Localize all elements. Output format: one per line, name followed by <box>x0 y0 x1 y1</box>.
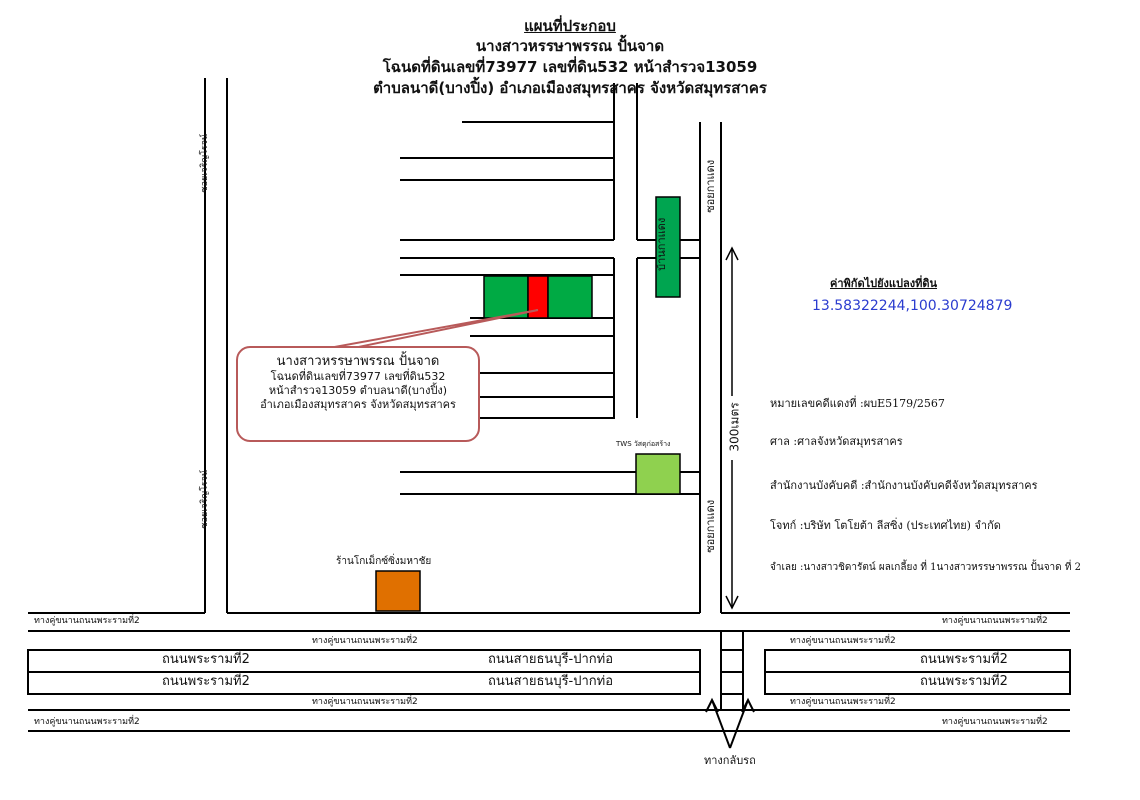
soi-right-label-bottom: ซอยกาแดง <box>704 499 718 553</box>
plot-adjacent-right <box>547 275 593 319</box>
case-plaintiff: โจทก์ :บริษัท โตโยต้า ลีสซิ่ง (ประเทศไทย… <box>770 519 1001 532</box>
side-street <box>470 396 615 419</box>
plot-adjacent-left <box>483 275 529 319</box>
callout-deed: โฉนดที่ดินเลขที่73977 เลขที่ดิน532 <box>270 370 446 384</box>
u-turn-arrow <box>705 697 719 713</box>
callout-pointer <box>317 309 539 351</box>
distance-label-bg <box>724 396 742 460</box>
main-road-label: ถนนพระรามที่2 <box>920 652 1008 667</box>
soi-left-label-top: ซอยเจริญโรจน์ <box>200 133 211 193</box>
case-office: สำนักงานบังคับคดี :สำนักงานบังคับคดีจังห… <box>770 479 1038 492</box>
frontage-label: ทางคู่ขนานถนนพระรามที่2 <box>942 717 1048 727</box>
mix-shop-building <box>375 570 421 612</box>
side-street <box>400 121 615 159</box>
map-title: แผนที่ประกอบ <box>524 17 616 35</box>
callout-owner: นางสาวหรรษาพรรณ ปั้นจาด <box>276 354 440 369</box>
highway-left-lower <box>27 671 701 695</box>
frontage-label: ทางคู่ขนานถนนพระรามที่2 <box>942 616 1048 626</box>
callout-location: อำเภอเมืองสมุทรสาคร จังหวัดสมุทรสาคร <box>260 397 456 411</box>
thonburi-road-label: ถนนสายธนบุรี-ปากท่อ <box>488 652 614 667</box>
main-road-label: ถนนพระรามที่2 <box>162 674 250 689</box>
side-street <box>470 335 615 374</box>
plot-callout: นางสาวหรรษาพรรณ ปั้นจาด โฉนดที่ดินเลขที่… <box>236 346 480 442</box>
main-road-label: ถนนพระรามที่2 <box>920 674 1008 689</box>
soi-right-label-top: ซอยกาแดง <box>704 159 718 213</box>
coordinate-value: 13.58322244,100.30724879 <box>812 298 1013 314</box>
thonburi-road-label: ถนนสายธนบุรี-ปากท่อ <box>488 674 614 689</box>
u-turn-arrow <box>741 697 755 713</box>
tws-building <box>635 453 681 495</box>
highway-right-upper <box>764 649 1071 673</box>
distance-label: 300เมตร <box>727 402 742 452</box>
coordinate-label: ค่าพิกัดไปยังแปลงที่ดิน <box>830 277 938 290</box>
main-road-label: ถนนพระรามที่2 <box>162 652 250 667</box>
deed-info: โฉนดที่ดินเลขที่73977 เลขที่ดิน532 หน้าส… <box>382 58 758 76</box>
case-court: ศาล :ศาลจังหวัดสมุทรสาคร <box>770 435 903 448</box>
frontage-label: ทางคู่ขนานถนนพระรามที่2 <box>312 636 418 646</box>
case-defendant: จำเลย :นางสาวชิดารัตน์ ผลเกลี้ยง ที่ 1นา… <box>770 562 1081 573</box>
frontage-label: ทางคู่ขนานถนนพระรามที่2 <box>790 636 896 646</box>
frontage-label: ทางคู่ขนานถนนพระรามที่2 <box>312 697 418 707</box>
tws-label: TWS วัสดุก่อสร้าง <box>616 440 671 448</box>
frontage-label: ทางคู่ขนานถนนพระรามที่2 <box>34 616 140 626</box>
highway-right-lower <box>764 671 1071 695</box>
soi-left-label-bottom: ซอยเจริญโรจน์ <box>200 469 211 529</box>
callout-survey: หน้าสำรวจ13059 ตำบลนาดี(บางปิ้ง) <box>268 384 448 397</box>
frontage-label: ทางคู่ขนานถนนพระรามที่2 <box>790 697 896 707</box>
u-turn-label: ทางกลับรถ <box>704 754 756 767</box>
mix-shop-label: ร้านโกเม็กซ์ซิ่งมหาชัย <box>336 556 432 567</box>
owner-name: นางสาวหรรษาพรรณ ปั้นจาด <box>475 37 665 55</box>
location-info: ตำบลนาดี(บางปิ้ง) อำเภอเมืองสมุทรสาคร จั… <box>373 79 767 97</box>
kadaeng-shop-building <box>655 196 681 298</box>
case-number: หมายเลขคดีแดงที่ :ผบE5179/2567 <box>770 397 945 410</box>
frontage-label: ทางคู่ขนานถนนพระรามที่2 <box>34 717 140 727</box>
kadaeng-shop-label: บ้านกาแดง <box>655 217 669 271</box>
